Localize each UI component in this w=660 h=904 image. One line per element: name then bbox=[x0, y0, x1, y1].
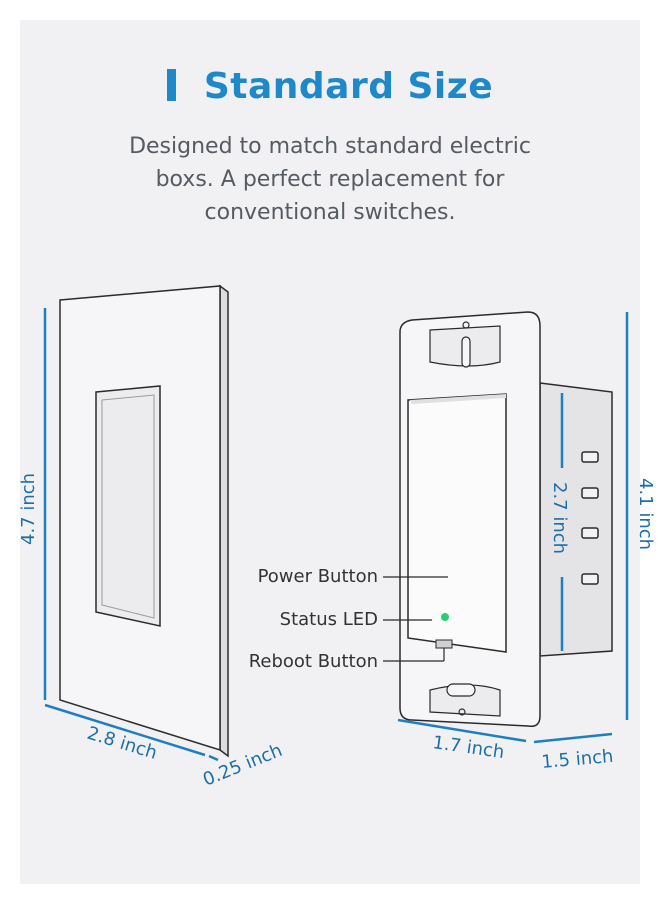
plate-width-line bbox=[44, 703, 206, 757]
smart-switch bbox=[399, 311, 613, 728]
housing-vents bbox=[581, 451, 599, 585]
wall-plate bbox=[59, 284, 229, 758]
reboot-button bbox=[435, 639, 453, 649]
switch-depth-line bbox=[533, 732, 613, 744]
switch-depth-label: 1.5 inch bbox=[541, 746, 615, 773]
status-led bbox=[441, 613, 449, 621]
top-screw-slot bbox=[461, 336, 471, 368]
subtitle-line-1: Designed to match standard electric bbox=[129, 134, 531, 159]
switch-height-label: 4.1 inch bbox=[635, 478, 656, 550]
status-led-label: Status LED bbox=[280, 609, 378, 630]
page-title: Standard Size bbox=[0, 66, 660, 107]
subtitle-line-3: conventional switches. bbox=[204, 200, 456, 225]
power-button-paddle bbox=[407, 393, 507, 653]
plate-depth-line bbox=[208, 754, 219, 762]
title-bar-icon bbox=[166, 69, 176, 101]
switch-dimensions bbox=[397, 312, 629, 744]
bottom-screw-slot bbox=[446, 683, 476, 697]
switch-inner-height-label: 2.7 inch bbox=[549, 482, 570, 554]
subtitle: Designed to match standard electric boxs… bbox=[60, 130, 600, 229]
plate-height-label: 4.7 inch bbox=[18, 473, 39, 545]
plate-dimensions bbox=[43, 308, 219, 762]
reboot-button-label: Reboot Button bbox=[249, 651, 378, 672]
leader-lines bbox=[383, 576, 448, 662]
switch-width-line bbox=[397, 718, 527, 743]
subtitle-line-2: boxs. A perfect replacement for bbox=[155, 167, 505, 192]
power-button-label: Power Button bbox=[258, 566, 378, 587]
plate-opening bbox=[95, 385, 161, 627]
title-text: Standard Size bbox=[203, 66, 494, 107]
